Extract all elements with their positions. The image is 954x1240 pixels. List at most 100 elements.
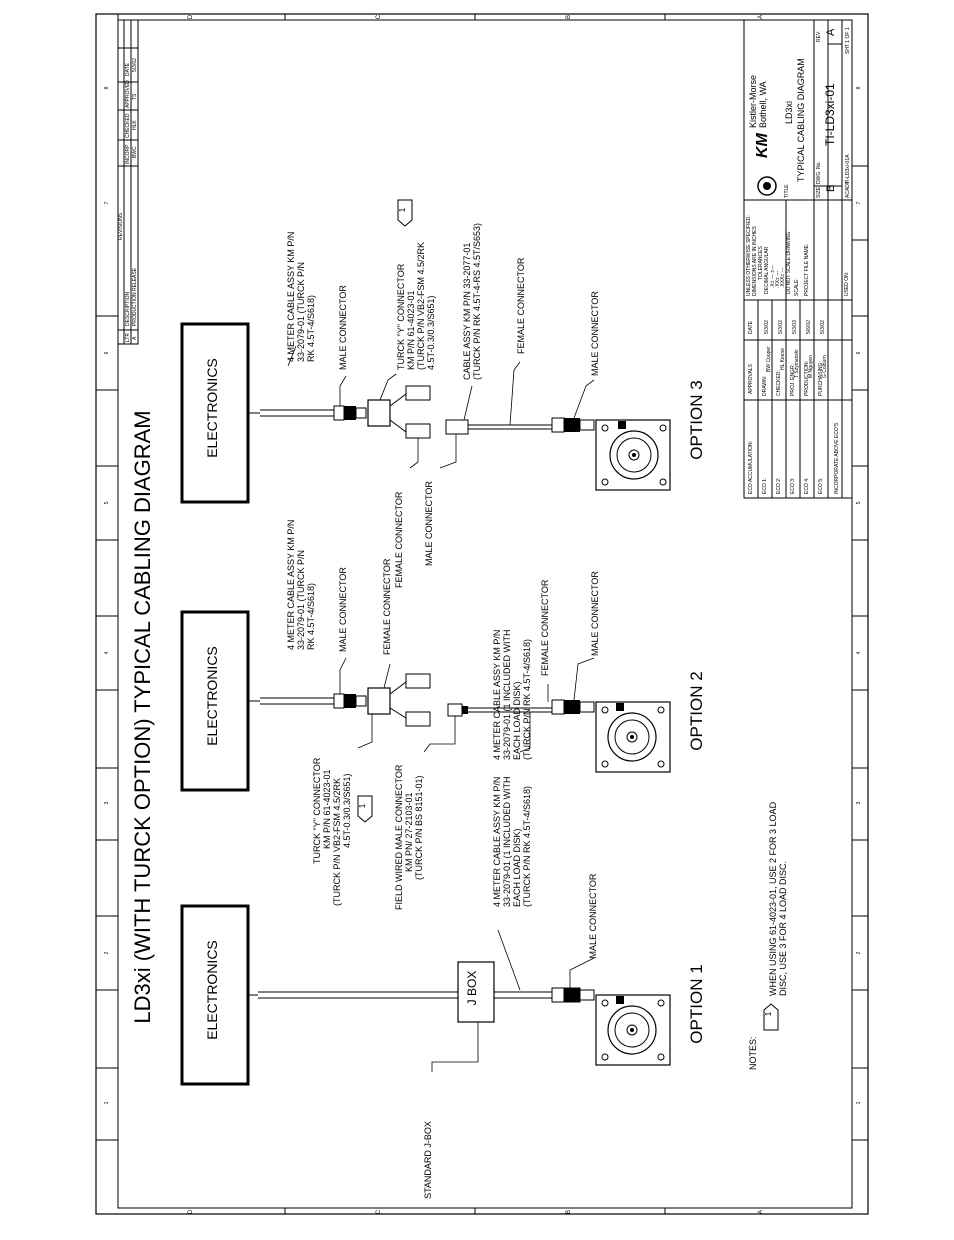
cable-label-opt1-line2: 33-2079-01 (1 INCLUDED WITH [502, 776, 512, 907]
zone-number-4: 4 [104, 651, 110, 654]
notes-line-2: DISC, USE 3 FOR 4 LOAD DISC. [778, 861, 788, 996]
note-marker-opt3-text: 1 [398, 207, 407, 212]
turck-y-label-opt2: TURCK "Y" CONNECTOR KM P/N 61-4023-01 (T… [312, 757, 352, 906]
approval-name-proj-engr: T Szymanski [794, 349, 800, 378]
tolerance-line-1: UNLESS OTHERWISE SPECIFIED: [746, 215, 752, 296]
cable-label-opt3-line3: RK 4.5T-4/S618) [306, 295, 316, 362]
cable-label-opt1: 4 METER CABLE ASSY KM P/N 33-2079-01 (1 … [492, 776, 532, 907]
sheet-number: SHT 1 OF 1 [845, 27, 851, 54]
cable-label-opt2b-line4: (TURCK P/N RK 4.5T-4/S618) [522, 639, 532, 760]
eco-row-5: ECO 5: [818, 478, 824, 494]
male-connector-label-opt1: MALE CONNECTOR [588, 873, 598, 958]
female-connector-label-opt3a: FEMALE CONNECTOR [394, 491, 404, 588]
zone-number-2-right: 2 [856, 951, 862, 954]
notes-marker-text: 1 [764, 1011, 773, 1016]
cable-assy-label-opt3-line2: (TURCK P/N RK 4.5T-4-RS 4.5T/S653) [472, 223, 482, 380]
turck-y-label-opt2-line4: 4.5T-0.3/0.3/S651) [342, 773, 352, 848]
zone-number-1: 1 [104, 1101, 110, 1104]
male-connector-label-opt2b: MALE CONNECTOR [590, 571, 600, 656]
approval-name-production: M Nguyen [808, 355, 814, 378]
logo-text: KM [754, 132, 771, 158]
revisions-row-approved: TS [132, 93, 138, 100]
corner-mark [96, 13, 119, 20]
turck-y-label-opt3-line1: TURCK "Y" CONNECTOR [396, 263, 406, 370]
cable-label-opt2-line2: 33-2079-01 (TURCK P/N [296, 550, 306, 650]
field-wired-label-line3: (TURCK P/N BS 8151-01) [414, 775, 424, 880]
zone-letters: D C B A D C B A [188, 14, 764, 1214]
cable-label-opt3-line1: 4 METER CABLE ASSY KM P/N [286, 232, 296, 362]
zone-number-8-right: 8 [856, 86, 862, 89]
cable-label-opt2-line3: RK 4.5T-4/S618) [306, 583, 316, 650]
eco-row-3: ECO 3: [790, 478, 796, 494]
male-connector-label-opt3a: MALE CONNECTOR [338, 285, 348, 370]
eco-header-approvals: APPROVALS [748, 363, 754, 394]
female-connector-label-opt2b: FEMALE CONNECTOR [540, 579, 550, 676]
option-2-leaders [339, 657, 595, 753]
approval-role-purchasing: PURCHASING: [818, 361, 824, 396]
turck-y-label-opt2-line3: (TURCK P/N VB2-FSM 4.5/2RK [332, 778, 342, 906]
field-wired-label-line2: KM PN/ 27-2103-01 [404, 792, 414, 872]
turck-y-label-opt2-line2: KM P/N 61-4023-01 [322, 769, 332, 849]
rev-value: A [825, 28, 837, 36]
scale-label: SCALE: [794, 278, 800, 296]
approval-name-checked: HL Keene [780, 348, 786, 370]
cable-label-opt1-line4: (TURCK P/N RK 4.5T-4/S618) [522, 786, 532, 907]
rev-label: REV. [816, 31, 822, 42]
revisions-col-ltr: LTR [125, 333, 131, 342]
option-1-leaders [431, 929, 595, 1072]
approval-name-drawn: BW Cooper [766, 346, 772, 372]
tolerance-line-3: TOLERANCES [758, 246, 764, 280]
revisions-row-description: PRODUCTION RELEASE [132, 267, 138, 326]
option-2-assembly [248, 673, 595, 727]
revisions-col-description: DESCRIPTION [125, 291, 131, 326]
approval-name-purchasing: G Colburn [822, 355, 828, 378]
note-marker-opt2-text: 1 [358, 803, 367, 808]
note-marker-opt3: 1 [397, 199, 413, 227]
turck-y-label-opt3-line4: 4.5T-0.3/0.3/S651) [426, 295, 436, 370]
size-value: B [825, 185, 837, 192]
field-wired-label-line1: FIELD WIRED MALE CONNECTOR [394, 764, 404, 910]
eco-row-4: ECO 4: [804, 478, 810, 494]
zone-numbers: 1 2 3 4 5 6 7 8 1 2 3 4 5 6 7 8 [104, 86, 862, 1104]
male-connector-label-opt3b: MALE CONNECTOR [424, 481, 434, 566]
cable-label-opt2b-line3: EACH LOAD DISK) [512, 681, 522, 760]
turck-y-connector-opt2 [367, 687, 391, 715]
zone-letter-c-bottom: C [376, 1209, 382, 1214]
eco-block: ECO ACCUMULATION: APPROVALS DATE ECO 1: … [748, 320, 840, 494]
turck-y-label-opt2-line1: TURCK "Y" CONNECTOR [312, 757, 322, 864]
cable-label-opt3: 4 METER CABLE ASSY KM P/N 33-2079-01 (TU… [286, 232, 316, 362]
revisions-col-incorp: INCORP [125, 144, 131, 164]
tolerance-line-7: .XXX± --- [780, 267, 786, 288]
approval-role-drawn: DRAWN: [762, 376, 768, 396]
electronics-box-2-label: ELECTRONICS [204, 646, 220, 746]
electronics-box-1-label: ELECTRONICS [204, 940, 220, 1040]
project-file-label: PROJECT FILE NAME: [804, 244, 810, 296]
option-2-label: OPTION 2 [687, 671, 706, 750]
approval-date-drawn: 5/3/02 [764, 320, 770, 334]
female-connector-label-opt3b: FEMALE CONNECTOR [516, 257, 526, 354]
zone-number-3-right: 3 [856, 801, 862, 804]
zone-letter-d-bottom: D [188, 1209, 194, 1214]
zone-number-5: 5 [104, 501, 110, 504]
option-3-assembly [248, 385, 595, 439]
cable-label-opt2b: 4 METER CABLE ASSY KM P/N 33-2079-01 (1 … [492, 629, 532, 760]
load-disk-2 [595, 701, 671, 773]
approval-role-checked: CHECKED: [776, 370, 782, 396]
notes-marker: 1 [763, 1003, 779, 1031]
zone-ticks [96, 14, 868, 1214]
company-name: Kistler-Morse [748, 75, 758, 128]
dwg-no-label: DWG. No. [816, 161, 822, 184]
zone-number-4-right: 4 [856, 651, 862, 654]
zone-letter-c: C [376, 14, 382, 19]
male-connector-label-opt2a: MALE CONNECTOR [338, 567, 348, 652]
eco-header-accumulation: ECO ACCUMULATION: [748, 441, 754, 494]
option-3-label: OPTION 3 [687, 380, 706, 459]
option-3-leaders [287, 345, 595, 469]
load-disk-3 [595, 419, 671, 491]
revisions-row-date: 5/3/02 [132, 58, 138, 72]
approval-date-proj-engr: 5/3/03 [792, 320, 798, 334]
cable-assy-label-opt3-line1: CABLE ASSY KM P/N 33-2077-01 [462, 243, 472, 380]
zone-number-3: 3 [104, 801, 110, 804]
eco-incorporate: INCORPORATE ABOVE ECO'S [834, 422, 840, 494]
revisions-col-checked: CHECKED [125, 113, 131, 138]
